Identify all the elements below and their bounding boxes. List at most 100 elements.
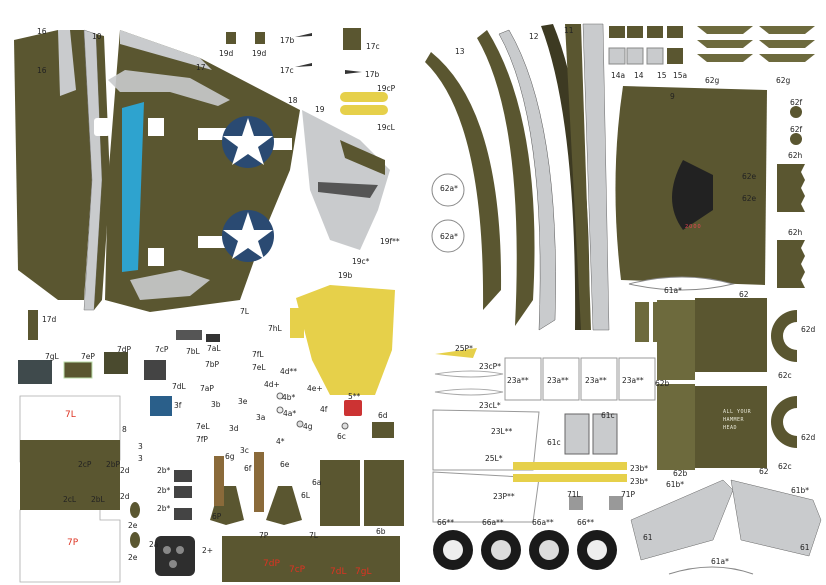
part-label-p4s: 4* xyxy=(276,437,285,446)
part-6d xyxy=(372,422,394,438)
part-label-p2d1: 2d xyxy=(120,466,130,475)
part-label-p66ss2: 66** xyxy=(577,518,595,527)
part-label-p62as1: 62a* xyxy=(440,184,458,193)
part-label-p7gL: 7gL xyxy=(45,352,59,361)
part-3f-seat xyxy=(150,396,172,416)
part-label-p6f: 6f xyxy=(244,464,252,473)
part-label-p23a2: 23a** xyxy=(547,376,569,385)
part-label-p62a: 62 xyxy=(739,290,749,299)
part-label-p62f1: 62f xyxy=(790,98,803,107)
part-12-curve xyxy=(477,30,535,326)
part-label-p7L2: 7L xyxy=(309,531,318,540)
part-label-p3f: 3f xyxy=(174,401,182,410)
roundel-star-bottom xyxy=(198,210,292,262)
part-label-p23cPs: 23cP* xyxy=(479,362,501,371)
part-label-p17c2: 17c xyxy=(366,42,380,51)
part-label-p61as: 61a* xyxy=(664,286,682,295)
part-label-p7aL: 7aL xyxy=(207,344,221,353)
part-label-p7bP: 7bP xyxy=(205,360,220,369)
part-19-tail-cone xyxy=(302,110,390,250)
part-label-p23bs2: 23b* xyxy=(630,477,649,486)
part-61-wing-left xyxy=(630,479,734,561)
part-label-p62h2: 62h xyxy=(788,228,803,237)
part-label-p62d2: 62d xyxy=(801,433,816,442)
part-label-p7bL: 7bL xyxy=(186,347,200,356)
part-label-p17c1: 17c xyxy=(280,66,294,75)
part-label-p62c2: 62c xyxy=(778,462,792,471)
part-label-p19d2: 19d xyxy=(252,49,267,58)
part-label-p62e2: 62e xyxy=(742,194,757,203)
part-label-p7dPr: 7dP xyxy=(263,559,280,569)
part-label-p19: 19 xyxy=(315,105,325,114)
part-19cP xyxy=(340,92,388,102)
right-sheet-art xyxy=(425,23,822,575)
part-label-p23a3: 23a** xyxy=(585,376,607,385)
part-17c-top xyxy=(343,28,361,50)
part-label-p3n1: 3 xyxy=(138,442,143,451)
part-62g-chevrons xyxy=(697,26,815,62)
part-label-p61as2: 61a* xyxy=(711,557,729,566)
part-label-p16a: 16 xyxy=(37,27,47,36)
part-label-p23a4: 23a** xyxy=(622,376,644,385)
part-label-p61bs1: 61b* xyxy=(666,480,685,489)
part-label-p19fss: 19f** xyxy=(380,237,400,246)
part-label-p25Ps: 25P* xyxy=(455,344,473,353)
part-label-p14: 14 xyxy=(634,71,644,80)
part-label-p61bs2: 61b* xyxy=(791,486,810,495)
part-label-p62g2: 62g xyxy=(776,76,791,85)
part-label-p62b1: 62b xyxy=(655,379,670,388)
part-label-p9: 9 xyxy=(670,92,675,101)
nameplate-line-1: ALL YOUR xyxy=(723,409,752,415)
part-6b xyxy=(364,460,404,526)
part-label-p62b2: 62b xyxy=(673,469,688,478)
part-label-p6c: 6c xyxy=(337,432,346,441)
part-62-top xyxy=(695,298,767,372)
part-label-p19cs: 19c* xyxy=(352,257,370,266)
part-66-wheels xyxy=(433,530,617,570)
part-label-p7P: 7P xyxy=(259,531,269,540)
part-label-p15: 15 xyxy=(657,71,667,80)
part-19cL xyxy=(340,105,388,115)
part-label-p2b1: 2b* xyxy=(157,466,171,475)
part-label-p10: 10 xyxy=(92,32,102,41)
part-label-p7fP: 7fP xyxy=(196,435,208,444)
part-label-p62f2: 62f xyxy=(790,125,803,134)
part-label-p62h1: 62h xyxy=(788,151,803,160)
part-62-bottom xyxy=(695,386,767,468)
part-label-p13: 13 xyxy=(455,47,465,56)
part-label-p17d: 17d xyxy=(42,315,57,324)
nameplate-line-3: HEAD xyxy=(723,425,738,431)
part-label-p2e2: 2e xyxy=(128,553,138,562)
part-label-p66ass: 66a** xyxy=(482,518,504,527)
part-label-p5ss: 5** xyxy=(348,392,361,401)
part-label-p3c: 3c xyxy=(240,446,249,455)
part-label-p8: 8 xyxy=(122,425,127,434)
part-23P xyxy=(432,471,540,523)
part-label-p19cL: 19cL xyxy=(377,123,395,132)
part-5-red xyxy=(344,400,362,416)
part-label-p15a: 15a xyxy=(673,71,688,80)
part-label-p4dp: 4d+ xyxy=(264,380,280,389)
part-label-p7dLr: 7dL xyxy=(330,567,347,577)
part-label-p19b: 19b xyxy=(338,271,353,280)
part-label-p17b2: 17b xyxy=(365,70,380,79)
part-2a-instrument-panel xyxy=(155,536,195,576)
part-label-p4ep: 4e+ xyxy=(307,384,323,393)
part-label-p7dL: 7dL xyxy=(172,382,186,391)
part-13-curve xyxy=(425,52,502,310)
part-label-p19d1: 19d xyxy=(219,49,234,58)
part-label-p2p: 2+ xyxy=(202,546,214,555)
part-label-p2b2: 2b* xyxy=(157,486,171,495)
part-label-p62as2: 62a* xyxy=(440,232,458,241)
part-label-p4as: 4a* xyxy=(283,409,297,418)
part-label-p17: 17 xyxy=(196,63,206,72)
part-label-p2cP: 2cP xyxy=(78,460,92,469)
part-label-p71L: 71L xyxy=(567,490,581,499)
part-label-p6d: 6d xyxy=(378,411,388,420)
part-label-p62c1: 62c xyxy=(778,371,792,380)
part-label-p7eL2: 7eL xyxy=(196,422,210,431)
part-62h-b xyxy=(777,240,805,288)
part-7eP xyxy=(63,361,93,379)
part-label-p19cP: 19cP xyxy=(377,84,396,93)
